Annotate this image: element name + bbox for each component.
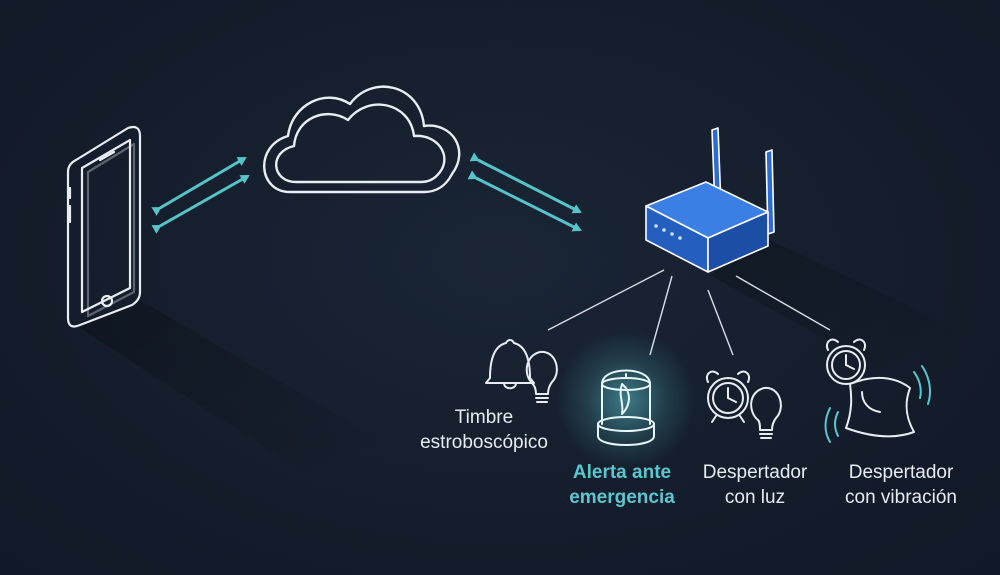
label-emergency-line1: Alerta ante [572, 462, 672, 483]
label-vibration-alarm-line1: Despertador [848, 462, 954, 483]
lightbulb-icon [525, 350, 558, 403]
vibration-marks [824, 365, 931, 443]
router-shadow [710, 240, 960, 370]
pillow-icon [845, 376, 915, 438]
label-doorbell-line1: Timbre [454, 407, 514, 428]
label-light-alarm-line2: con luz [724, 487, 786, 508]
lightbulb-icon [750, 386, 782, 439]
label-vibration-alarm: Despertador con vibración [826, 460, 976, 510]
siren-icon [597, 369, 655, 446]
router-icon [645, 127, 775, 273]
arrows-cloud-router [467, 152, 582, 232]
label-vibration-alarm-line2: con vibración [845, 487, 957, 508]
siren-glow [556, 330, 696, 470]
label-emergency: Alerta ante emergencia [552, 460, 692, 510]
smartphone-icon [66, 125, 142, 328]
alarm-clock-icon [706, 370, 750, 423]
arrows-phone-cloud [151, 156, 250, 234]
label-doorbell-line2: estroboscópico [420, 432, 548, 453]
alarm-clock-icon [826, 338, 866, 385]
cloud-icon [263, 85, 461, 194]
label-doorbell: Timbre estroboscópico [404, 405, 564, 455]
label-emergency-line2: emergencia [569, 487, 675, 508]
phone-shadow [75, 300, 380, 470]
label-light-alarm-line1: Despertador [702, 462, 808, 483]
bell-icon [485, 339, 535, 390]
label-light-alarm: Despertador con luz [685, 460, 825, 510]
